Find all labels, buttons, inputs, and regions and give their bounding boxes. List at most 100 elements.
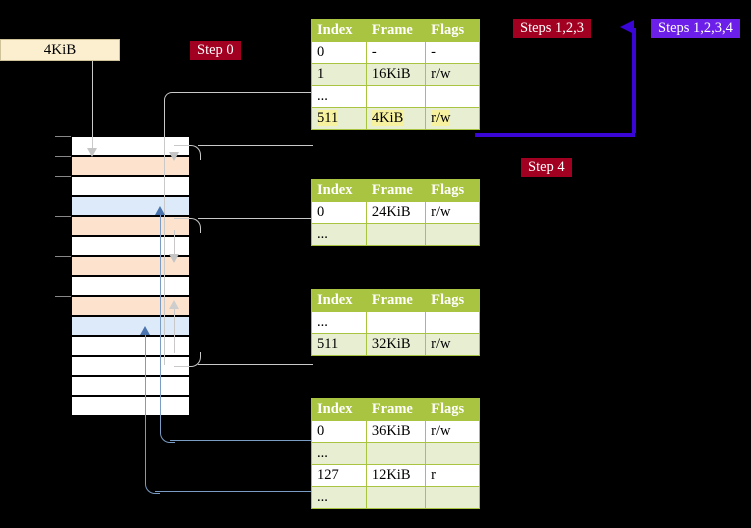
guide-line-pt3-up [160, 213, 161, 433]
grid-tick [55, 296, 71, 297]
cell-frame: 12KiB [365, 464, 427, 487]
cell-flags: - [425, 41, 480, 64]
cell-frame [365, 486, 427, 509]
cell-index: ... [311, 311, 367, 334]
cell-index: 0 [311, 420, 367, 443]
cell-frame: 24KiB [365, 201, 427, 224]
guide-line-pt0-row1 [172, 92, 317, 93]
guide-line-pt2-row511 [198, 364, 313, 365]
memory-frame-row [71, 336, 190, 356]
memory-frame-row [71, 136, 190, 156]
cell-flags [425, 85, 480, 108]
cell-index: ... [311, 486, 367, 509]
steps-bracket-arrow [475, 18, 644, 138]
memory-frame-row [71, 196, 190, 216]
column-header-frame: Frame [365, 179, 427, 202]
badge-steps-1-2-3: Steps 1,2,3 [513, 19, 592, 38]
grid-tick [55, 176, 71, 177]
table-row: 0-- [311, 41, 480, 64]
cell-index: ... [311, 85, 367, 108]
cell-index: ... [311, 223, 367, 246]
cell-frame: 32KiB [365, 333, 427, 356]
guide-line-pt1-row0 [198, 218, 313, 219]
guide-elbow [174, 352, 201, 367]
column-header-index: Index [311, 19, 367, 42]
guide-line-4kib-down [92, 61, 93, 150]
column-header-frame: Frame [365, 398, 427, 421]
table-row: ... [311, 223, 480, 246]
guide-line-pt3-up2 [145, 333, 146, 484]
bracket-vertical [632, 28, 636, 133]
arrow-head-up [169, 300, 179, 309]
memory-frame-row [71, 356, 190, 376]
bracket-arrow-head [620, 20, 634, 34]
arrow-head-down [169, 254, 179, 263]
memory-frame-row [71, 236, 190, 256]
guide-line-pt0-down [164, 100, 165, 365]
grid-tick [55, 256, 71, 257]
memory-block-4kib: 4KiB [0, 39, 120, 61]
column-header-index: Index [311, 179, 367, 202]
memory-frame-row [71, 376, 190, 396]
cell-flags [425, 311, 480, 334]
cell-flags: r [425, 464, 480, 487]
table-row: ... [311, 85, 480, 108]
memory-frame-row [71, 216, 190, 236]
cell-highlight: 4KiB [371, 110, 404, 126]
cell-flags [425, 223, 480, 246]
cell-flags [425, 486, 480, 509]
table-row: ... [311, 486, 480, 509]
column-header-flags: Flags [425, 179, 480, 202]
cell-index: 0 [311, 201, 367, 224]
column-header-flags: Flags [425, 289, 480, 312]
cell-frame [365, 223, 427, 246]
memory-frame-row [71, 176, 190, 196]
cell-frame: 36KiB [365, 420, 427, 443]
guide-elbow [174, 218, 201, 233]
arrow-head-down [169, 152, 179, 161]
column-header-index: Index [311, 398, 367, 421]
cell-frame: 16KiB [365, 63, 427, 86]
cell-index: ... [311, 442, 367, 465]
guide-elbow [145, 481, 160, 494]
cell-highlight: 511 [317, 110, 339, 126]
guide-elbow [164, 92, 177, 105]
cell-frame [365, 442, 427, 465]
guide-elbow [160, 430, 175, 443]
cell-index: 127 [311, 464, 367, 487]
cell-flags [425, 442, 480, 465]
physical-memory-grid [71, 136, 190, 416]
table-row: ... [311, 442, 480, 465]
cell-index: 511 [311, 107, 367, 130]
cell-flags: r/w [425, 420, 480, 443]
guide-line-pt3-row127 [155, 491, 313, 492]
badge-steps-1-2-3-4: Steps 1,2,3,4 [651, 19, 740, 38]
cell-flags: r/w [425, 63, 480, 86]
grid-tick [55, 216, 71, 217]
memory-frame-row [71, 276, 190, 296]
guide-line-pt3-row0 [170, 440, 313, 441]
guide-line-pt0-row511 [198, 145, 313, 146]
cell-frame [365, 311, 427, 334]
arrow-head-up [155, 206, 165, 215]
cell-index: 1 [311, 63, 367, 86]
column-header-frame: Frame [365, 289, 427, 312]
badge-step-0: Step 0 [190, 41, 241, 60]
cell-index: 0 [311, 41, 367, 64]
cell-frame [365, 85, 427, 108]
